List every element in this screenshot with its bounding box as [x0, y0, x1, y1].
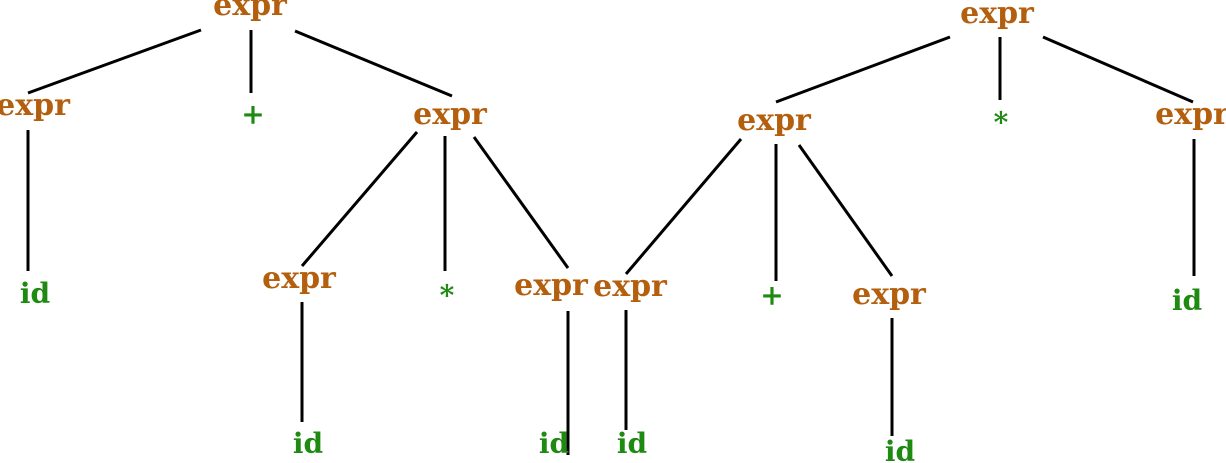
edge — [300, 131, 419, 267]
node-id: id — [20, 277, 50, 310]
node-id: id — [539, 427, 569, 460]
edge — [624, 138, 743, 275]
node-expr-root: expr — [213, 0, 288, 23]
node-expr: expr — [737, 103, 812, 138]
node-id: id — [1172, 284, 1202, 317]
node-plus: + — [760, 279, 783, 312]
node-id: id — [293, 427, 323, 460]
node-expr: expr — [0, 88, 71, 123]
node-star: * — [440, 279, 455, 312]
node-expr: expr — [413, 97, 488, 132]
node-expr-root: expr — [960, 0, 1035, 31]
edge — [472, 136, 570, 269]
node-expr: expr — [514, 268, 589, 303]
edge — [27, 28, 202, 95]
left-parse-tree: expr expr + expr id expr * expr id id — [0, 0, 589, 460]
node-expr: expr — [593, 269, 668, 304]
edge — [294, 29, 453, 98]
node-expr: expr — [262, 261, 337, 296]
right-parse-tree: expr expr * expr expr + expr id id id — [593, 0, 1226, 463]
node-plus: + — [241, 98, 264, 131]
node-id: id — [617, 427, 647, 460]
node-expr: expr — [1155, 97, 1226, 132]
edge — [797, 144, 894, 277]
node-expr: expr — [852, 277, 927, 312]
node-star: * — [994, 106, 1009, 139]
edge — [775, 35, 951, 104]
edge — [1042, 35, 1194, 104]
node-id: id — [885, 435, 915, 463]
